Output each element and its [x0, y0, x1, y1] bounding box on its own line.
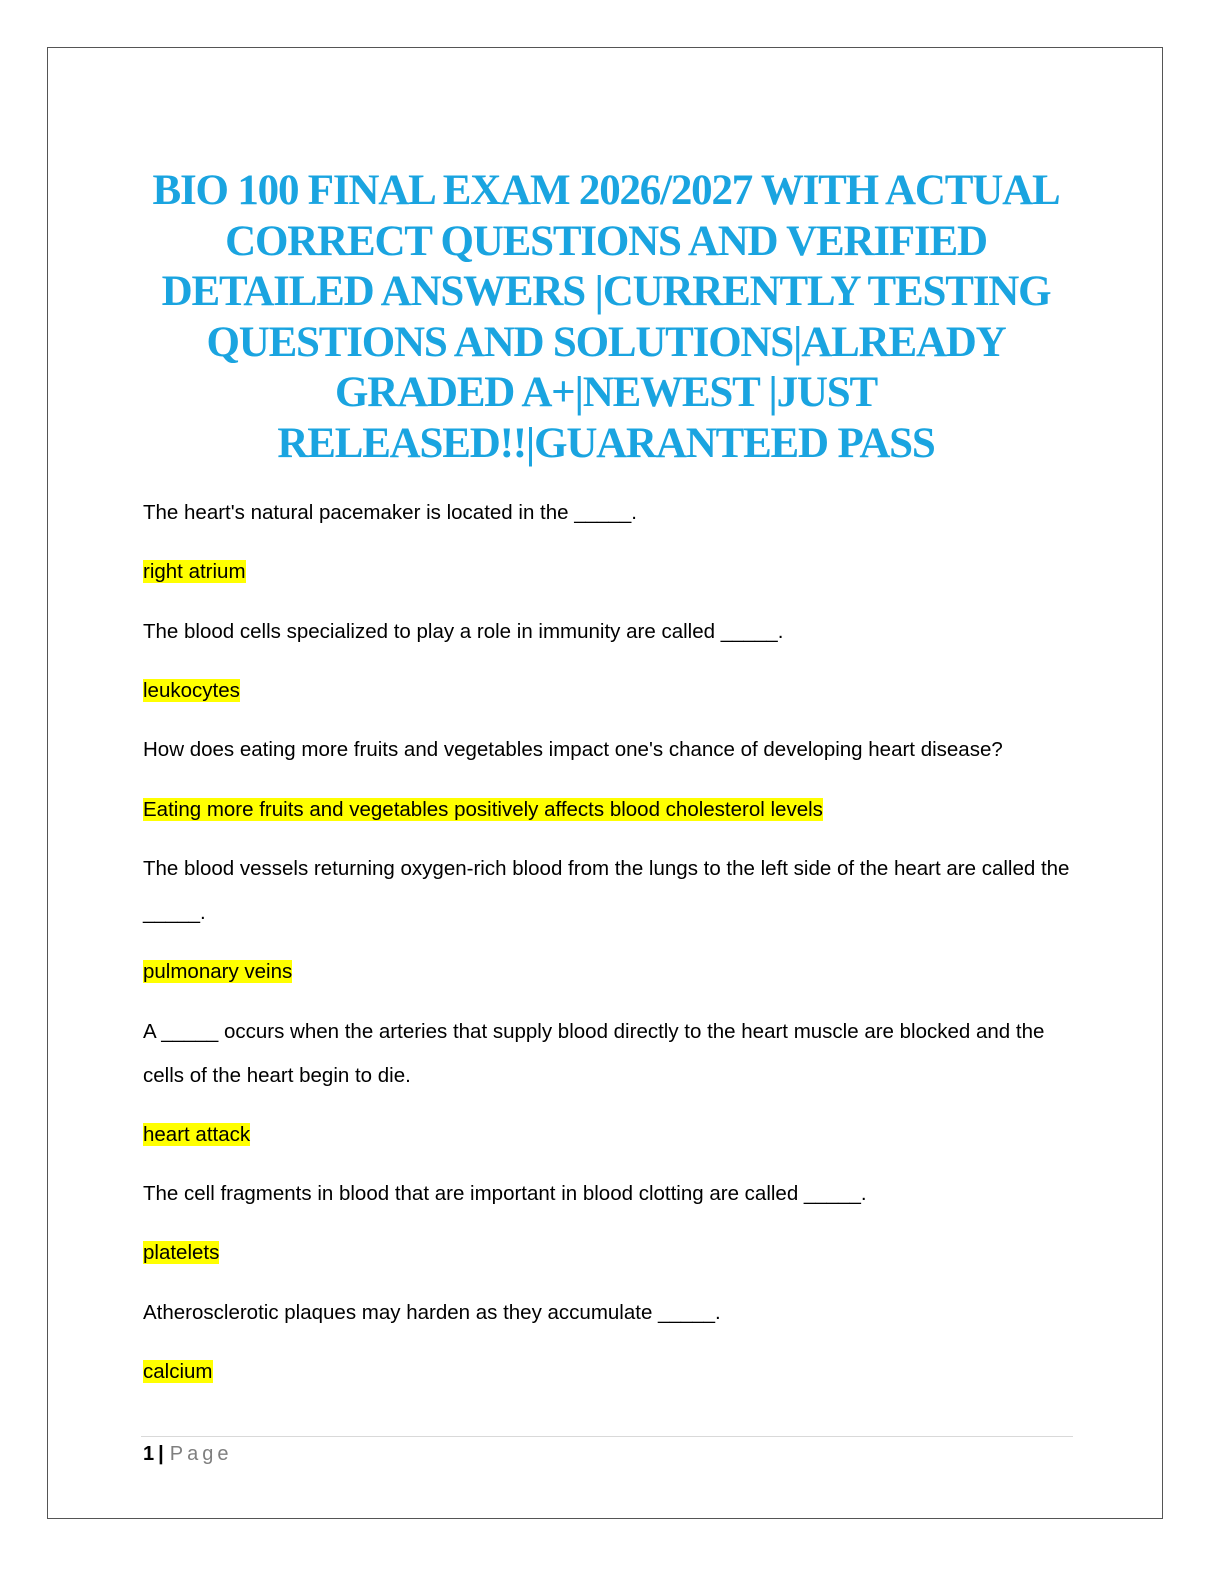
answer-highlight: right atrium — [143, 560, 246, 583]
answer-6: platelets — [143, 1231, 1083, 1275]
answer-highlight: Eating more fruits and vegetables positi… — [143, 798, 823, 821]
footer-separator: | — [158, 1443, 164, 1465]
page-footer: 1|Page — [143, 1440, 232, 1468]
answer-highlight: leukocytes — [143, 679, 240, 702]
question-1: The heart's natural pacemaker is located… — [143, 501, 637, 524]
answer-2: leukocytes — [143, 669, 1083, 713]
answer-3: Eating more fruits and vegetables positi… — [143, 788, 1083, 832]
page-label: Page — [169, 1443, 233, 1465]
question-7: Atherosclerotic plaques may harden as th… — [143, 1301, 721, 1324]
answer-highlight: pulmonary veins — [143, 960, 293, 983]
question-5: A _____ occurs when the arteries that su… — [143, 1020, 1045, 1087]
answer-highlight: platelets — [143, 1241, 220, 1264]
answer-5: heart attack — [143, 1113, 1083, 1157]
page-number: 1 — [143, 1443, 155, 1465]
page-border — [47, 47, 1163, 1519]
question-6: The cell fragments in blood that are imp… — [143, 1182, 867, 1205]
question-4: The blood vessels returning oxygen-rich … — [143, 857, 1070, 924]
question-3: How does eating more fruits and vegetabl… — [143, 738, 1003, 761]
answer-1: right atrium — [143, 550, 1083, 594]
document-title: BIO 100 FINAL EXAM 2026/2027 WITH ACTUAL… — [152, 167, 1061, 467]
footer-divider — [141, 1436, 1073, 1437]
answer-highlight: calcium — [143, 1360, 213, 1383]
answer-7: calcium — [143, 1350, 1083, 1394]
question-2: The blood cells specialized to play a ro… — [143, 620, 784, 643]
answer-highlight: heart attack — [143, 1123, 251, 1146]
answer-4: pulmonary veins — [143, 950, 1083, 994]
